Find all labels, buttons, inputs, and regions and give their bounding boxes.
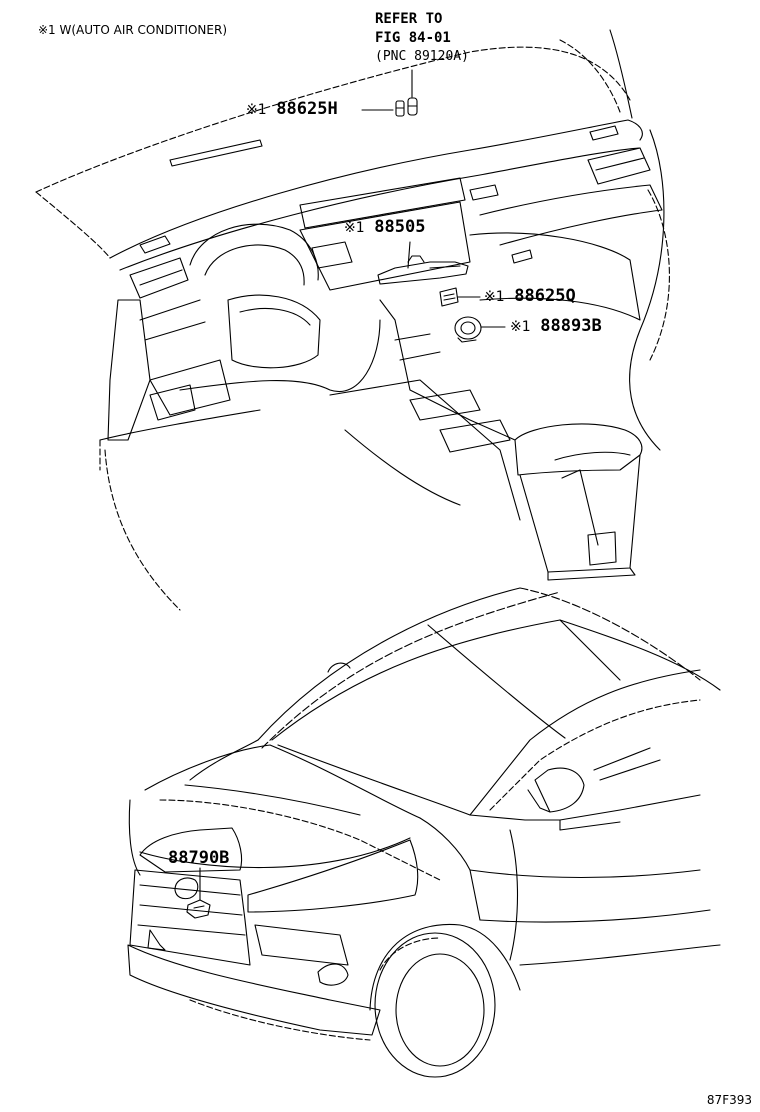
- ambient-sensor-88790B: [186, 899, 211, 919]
- hood-surface: [159, 799, 441, 881]
- windshield-bottom: [277, 744, 471, 816]
- headlight-right: [247, 839, 419, 913]
- dash-top-inner: [119, 147, 641, 271]
- emblem: [174, 877, 199, 900]
- steering-pad: [227, 294, 321, 369]
- part-number-88790B: 88790B: [168, 848, 230, 868]
- side-window: [489, 699, 701, 811]
- instrument-panel-drawing: [35, 29, 670, 611]
- console-body: [379, 299, 516, 441]
- callout-88505: ※1 88505: [344, 219, 425, 236]
- lower-center-line: [179, 319, 381, 393]
- part-number-88505: 88505: [374, 217, 426, 237]
- a-pillar: [469, 669, 701, 816]
- lower-left-panel: [107, 299, 151, 441]
- a-pillar-inner: [609, 29, 633, 119]
- hood-front-edge: [144, 744, 421, 819]
- defroster-slot-right: [589, 125, 619, 141]
- right-dash: [479, 184, 663, 246]
- front-wheel-outer: [374, 932, 496, 1078]
- center-stack-panel: [299, 201, 471, 291]
- hood-lip: [139, 837, 411, 869]
- vehicle-exterior-drawing: [127, 587, 721, 1078]
- part-88625Q-sensor: [439, 287, 459, 307]
- roof-rear: [519, 587, 701, 681]
- left-vent: [129, 257, 189, 299]
- bumper-lower-dashed: [189, 999, 371, 1041]
- callout-88625Q: ※1 88625Q: [484, 288, 576, 305]
- door-line: [509, 829, 519, 961]
- part-number-88893B: 88893B: [540, 316, 602, 336]
- a-pillar-right: [559, 39, 621, 113]
- hood-crease: [184, 784, 361, 816]
- part-88625H-sensor: [395, 97, 418, 117]
- windshield-top: [271, 619, 561, 741]
- roof-top-dashed: [261, 591, 561, 749]
- center-vent-upper: [299, 177, 466, 229]
- figure-code: 87F393: [706, 1093, 752, 1107]
- body-side-line: [469, 794, 701, 821]
- meter-hood: [189, 223, 319, 281]
- dash-top-edge: [109, 119, 643, 259]
- part-88893B-sensor: [454, 316, 482, 343]
- fog-lamp: [317, 963, 349, 986]
- right-body-edge: [629, 129, 665, 451]
- grille-outline: [129, 869, 251, 966]
- remark-mark: ※1: [510, 319, 531, 335]
- windshield-outline: [35, 46, 631, 193]
- dash-left-side: [35, 191, 111, 259]
- console-rear: [519, 454, 641, 573]
- callout-88893B: ※1 88893B: [510, 318, 602, 335]
- remark-mark: ※1: [484, 289, 505, 305]
- part-88505-sensor: [377, 255, 469, 285]
- floor-left: [99, 409, 261, 441]
- refer-fig-label: FIG 84-01: [375, 30, 451, 46]
- headlight-left: [139, 827, 243, 873]
- leader-88505: [407, 241, 411, 269]
- glovebox: [469, 232, 641, 321]
- front-fender: [419, 817, 481, 921]
- roof-line: [257, 587, 521, 741]
- right-vent: [587, 147, 651, 185]
- side-vent-left: [139, 235, 171, 254]
- side-mirror: [534, 767, 585, 813]
- callout-88625H: ※1 88625H: [246, 101, 338, 118]
- center-console-left: [329, 379, 521, 521]
- part-number-88625Q: 88625Q: [514, 286, 576, 306]
- right-door-dashed: [647, 189, 670, 361]
- note-auto-air-conditioner: ※1 W(AUTO AIR CONDITIONER): [38, 23, 228, 37]
- defroster-slot-left: [169, 139, 263, 167]
- floor-left-dashed: [104, 449, 181, 611]
- front-wheel-inner: [395, 953, 485, 1067]
- remark-mark: ※1: [344, 220, 365, 236]
- meter-cluster: [204, 244, 305, 286]
- roof-right: [559, 619, 721, 691]
- wheel-arch: [369, 923, 521, 1011]
- refer-to-label: REFER TO: [375, 11, 443, 27]
- console-armrest: [514, 423, 643, 476]
- part-number-88625H: 88625H: [276, 99, 338, 119]
- remark-mark: ※1: [246, 102, 267, 118]
- refer-pnc-label: (PNC 89120A): [375, 49, 469, 64]
- antenna: [327, 662, 351, 673]
- front-bumper: [127, 944, 381, 1036]
